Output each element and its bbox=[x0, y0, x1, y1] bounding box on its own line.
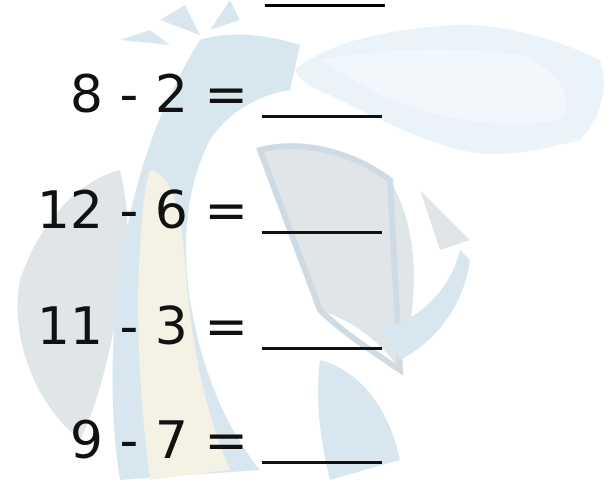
problem-row: 9 - 7 = bbox=[0, 406, 390, 476]
top-answer-line bbox=[265, 4, 385, 7]
answer-blank[interactable] bbox=[262, 461, 382, 464]
problem-expression: 9 - 7 = bbox=[69, 411, 248, 471]
problem-expression: 12 - 6 = bbox=[36, 181, 248, 241]
answer-blank[interactable] bbox=[262, 231, 382, 234]
problem-row: 8 - 2 = bbox=[0, 60, 390, 130]
answer-blank[interactable] bbox=[262, 115, 382, 118]
problem-expression: 8 - 2 = bbox=[69, 65, 248, 125]
problem-expression: 11 - 3 = bbox=[36, 297, 248, 357]
answer-blank[interactable] bbox=[262, 347, 382, 350]
problem-row: 12 - 6 = bbox=[0, 176, 390, 246]
problem-row: 11 - 3 = bbox=[0, 292, 390, 362]
